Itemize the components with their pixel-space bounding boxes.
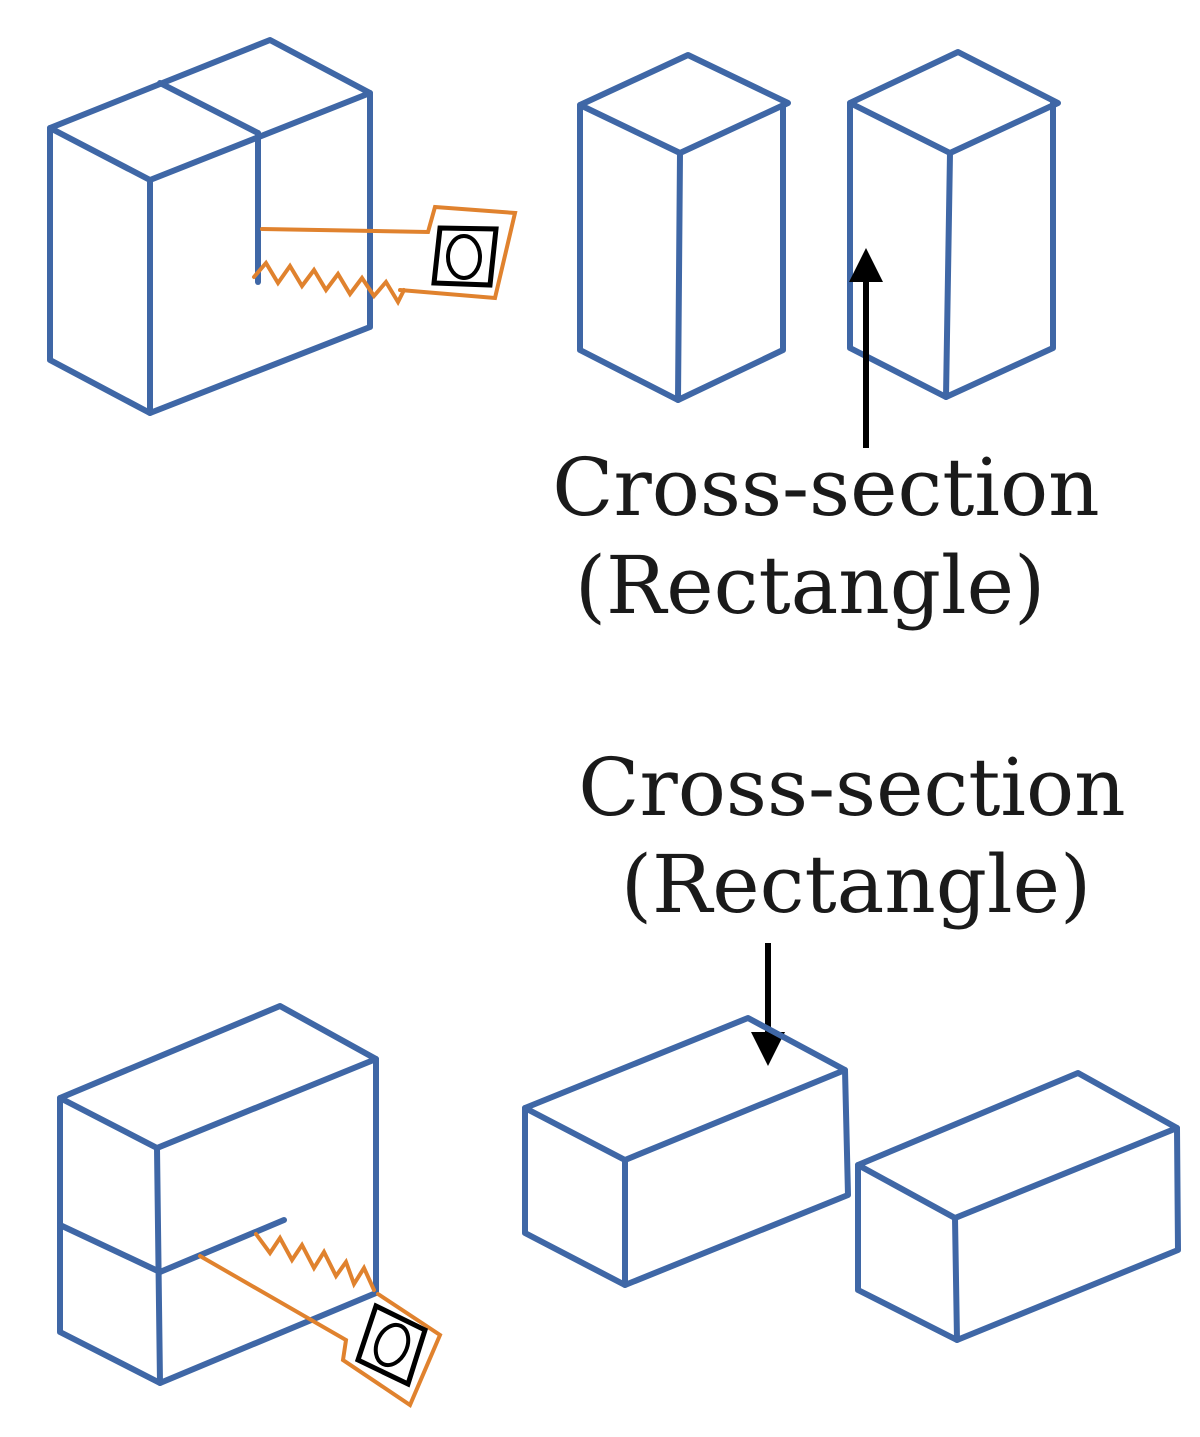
box-vertical-cut bbox=[47, 37, 373, 416]
saw-body bbox=[198, 1254, 443, 1409]
label-bottom-line1: Cross-section bbox=[578, 741, 1125, 834]
saw-insert bbox=[354, 1302, 429, 1388]
saw-body bbox=[260, 204, 518, 301]
box-front-edge bbox=[154, 1145, 163, 1386]
arrow-head bbox=[751, 1032, 785, 1066]
label-top-line2: (Rectangle) bbox=[575, 539, 1045, 632]
saw-tool-top bbox=[252, 204, 518, 307]
saw-tool-bottom bbox=[198, 1232, 443, 1409]
saw-teeth bbox=[252, 259, 406, 307]
cut-line-top bbox=[157, 80, 261, 136]
arrow-up-top bbox=[849, 248, 883, 448]
tall-piece-right-top bbox=[847, 49, 1061, 156]
tall-piece-left-top bbox=[577, 52, 791, 156]
tall-piece-left-edge bbox=[675, 150, 683, 403]
label-bottom-line2: (Rectangle) bbox=[621, 838, 1091, 931]
cut-line-front bbox=[57, 1222, 163, 1275]
box-top-face bbox=[57, 1003, 379, 1151]
saw-insert-hole bbox=[446, 234, 482, 280]
arrow-head bbox=[849, 248, 883, 282]
label-top-line1: Cross-section bbox=[552, 441, 1099, 534]
saw-insert bbox=[431, 225, 499, 288]
box-outline bbox=[47, 90, 373, 416]
flat-piece-right-edge bbox=[952, 1215, 960, 1343]
flat-piece-right bbox=[855, 1070, 1181, 1343]
saw-teeth bbox=[254, 1232, 376, 1292]
tall-piece-right bbox=[847, 49, 1061, 400]
box-outline bbox=[57, 1056, 379, 1386]
tall-piece-right-outline bbox=[847, 100, 1056, 400]
box-horizontal-cut bbox=[57, 1003, 379, 1386]
flat-piece-left bbox=[522, 1015, 851, 1288]
flat-piece-right-outline bbox=[855, 1125, 1181, 1343]
cut-line-side bbox=[157, 1217, 287, 1275]
flat-piece-left-top bbox=[522, 1015, 848, 1163]
saw-insert-hole bbox=[373, 1322, 411, 1368]
flat-piece-right-top bbox=[855, 1070, 1180, 1221]
arrow-down-bottom bbox=[751, 943, 785, 1066]
flat-piece-left-outline bbox=[522, 1067, 851, 1288]
tall-piece-right-edge bbox=[943, 150, 953, 400]
tall-piece-left bbox=[577, 52, 791, 403]
